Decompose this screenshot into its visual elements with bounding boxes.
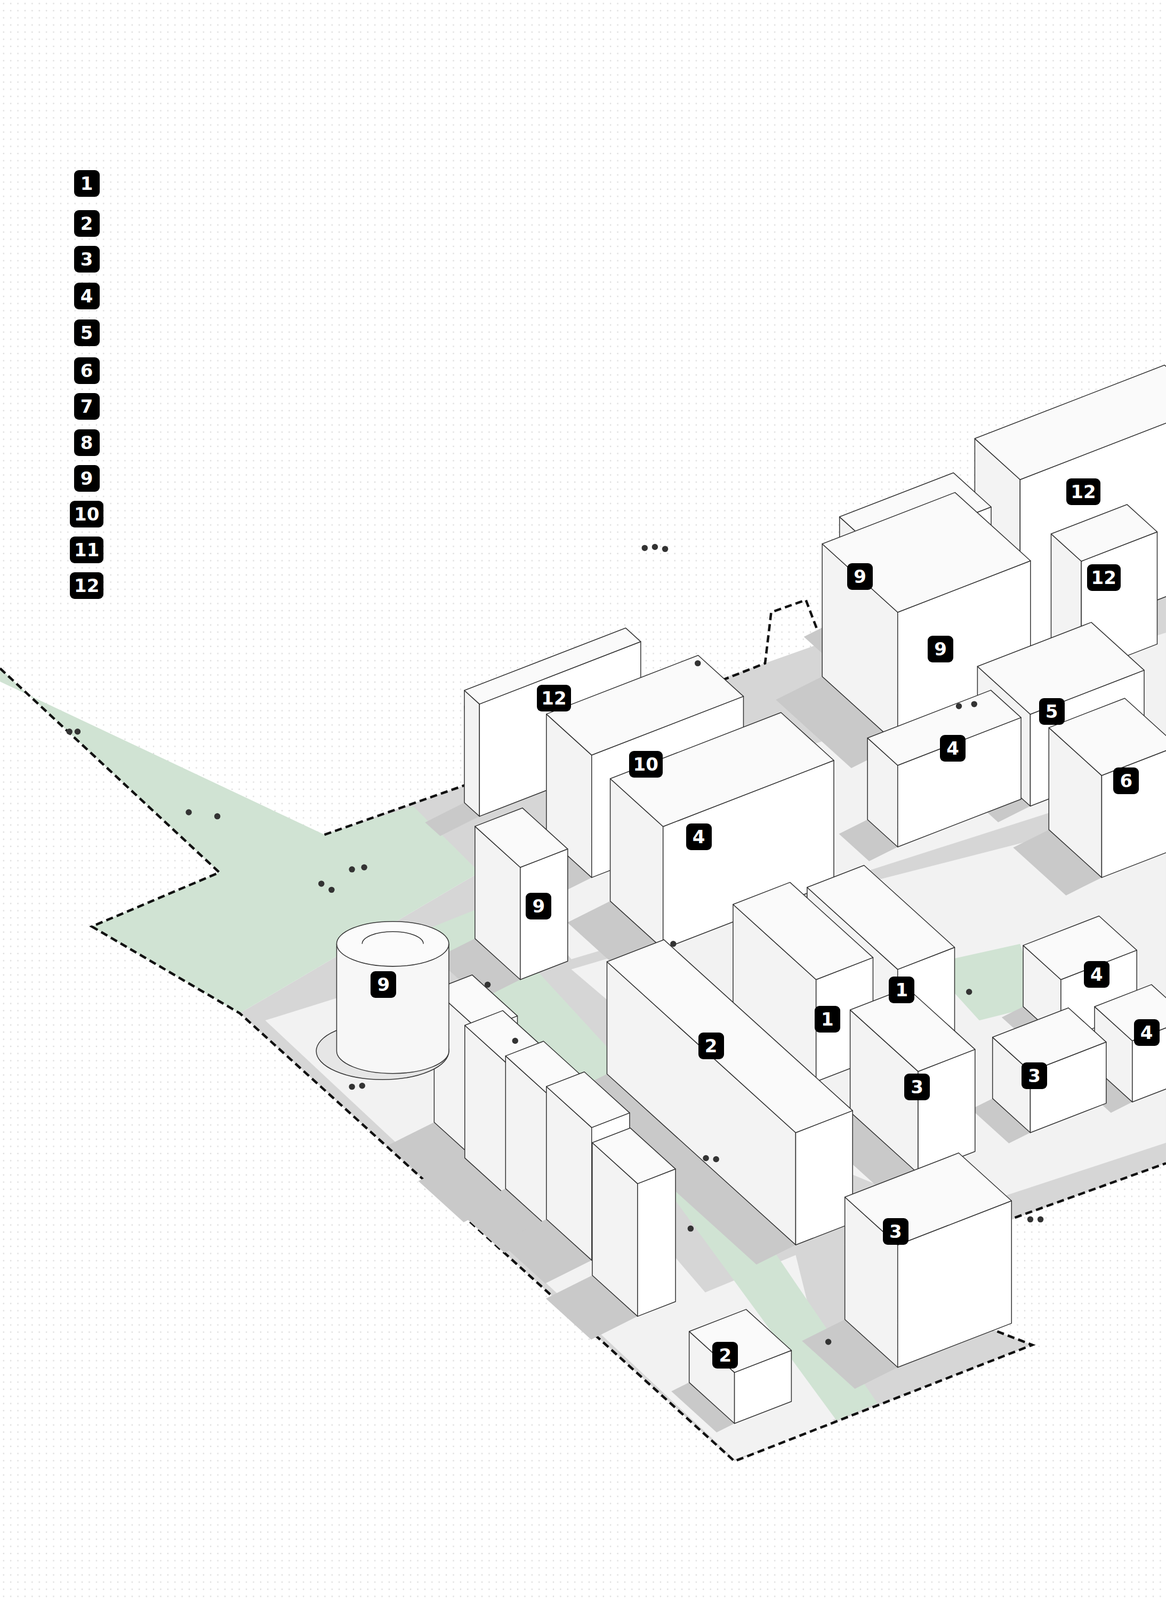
callout-number: 9 [370,970,397,998]
callout-number: 1 [814,1005,841,1033]
callout-number: 4 [1083,960,1110,988]
callout-number: 4 [1134,1018,1160,1046]
building-roof [974,365,1166,480]
building-roof [606,939,853,1133]
building-roof [475,807,568,867]
building-face [520,848,568,980]
building-face [795,1110,853,1245]
round-building [316,921,449,1080]
legend-number: 6 [74,357,100,384]
callout-number: 1 [888,976,915,1003]
legend-number: 9 [74,464,100,492]
building-face [1132,1018,1166,1102]
building-roof [546,1071,630,1128]
building-face [637,1168,676,1316]
callout-number: 4 [939,734,966,762]
site-boundary [0,668,1166,1461]
building-roof [610,712,834,827]
legend-number: 7 [74,392,100,420]
building-roof [1050,504,1157,561]
legend-number: 4 [74,282,100,310]
callout-number: 6 [1113,767,1139,794]
legend-number: 12 [69,572,104,599]
green-plaza [0,668,480,1013]
callout-number: 9 [927,635,954,663]
building-roof [733,881,874,979]
callout-number: 12 [536,684,571,712]
callout-number: 2 [712,1341,738,1369]
building-face [464,690,480,817]
callout-number: 12 [1087,564,1121,591]
building-roof [689,1308,792,1372]
building-roof [992,1007,1107,1072]
legend-number: 11 [69,536,104,564]
legend-number: 10 [69,500,104,528]
callout-number: 10 [629,750,663,778]
callout-number: 9 [525,892,552,920]
building-masses [387,365,1166,1433]
legend-number: 2 [74,210,100,237]
callout-number: 4 [686,823,712,850]
callout-number: 3 [904,1073,930,1100]
legend-number: 1 [74,170,100,197]
building-roof [845,1152,1012,1245]
people [66,543,1044,1345]
callout-number: 12 [1066,478,1100,505]
callout-number: 3 [882,1217,909,1245]
callout-number: 5 [1039,697,1065,725]
callout-number: 3 [1021,1062,1048,1089]
legend-number: 8 [74,429,100,456]
building-roof [1023,915,1137,980]
callout-number: 9 [847,563,873,590]
building-roof [592,1127,676,1184]
site-ground [239,510,1166,1461]
legend-number: 3 [74,245,100,273]
building-roof [1048,697,1166,776]
building-roof [822,492,1031,613]
legend-number: 5 [74,319,100,347]
building-roof [867,689,1021,766]
callout-number: 2 [698,1032,725,1059]
